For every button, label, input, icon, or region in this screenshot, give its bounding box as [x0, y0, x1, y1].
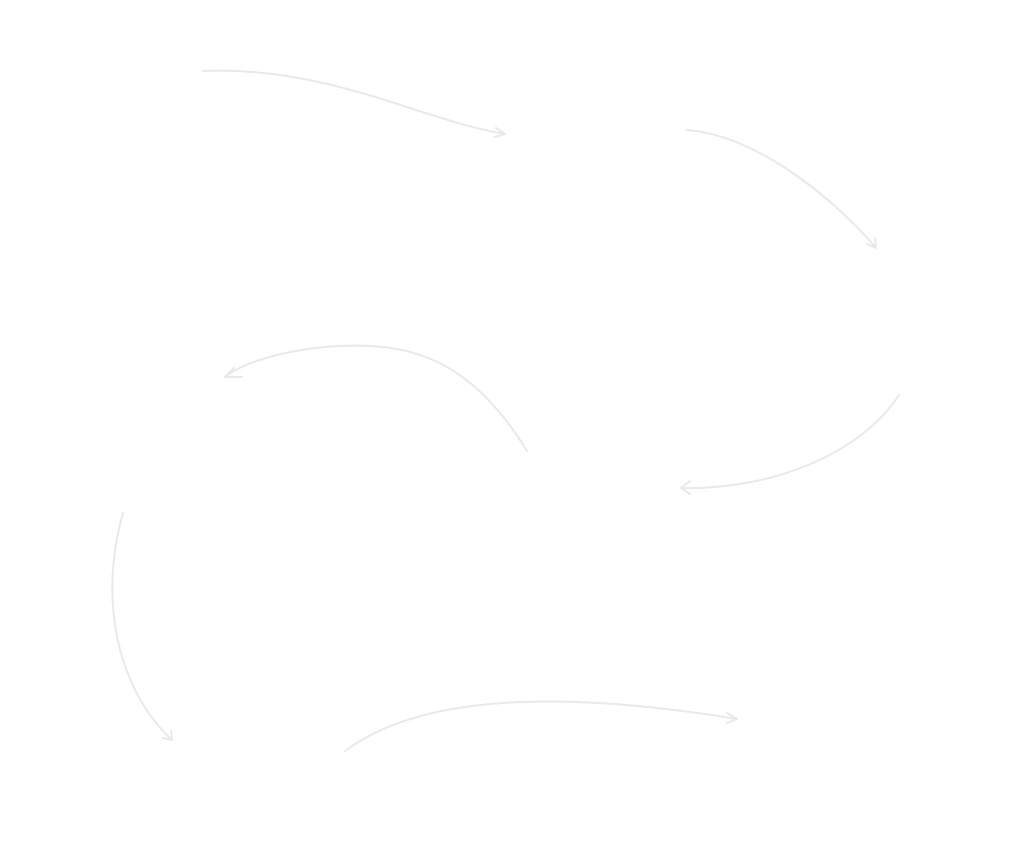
arrow-3-line: [224, 344, 528, 452]
arrow-5: [111, 512, 173, 741]
arrow-4: [680, 394, 900, 495]
arrow-3: [224, 344, 528, 452]
arrow-1: [202, 69, 506, 138]
arrow-5-head: [162, 730, 173, 741]
arrow-2: [685, 129, 877, 249]
arrow-6: [344, 700, 738, 752]
arrow-3-head: [224, 367, 243, 378]
arrow-1-head: [494, 127, 506, 138]
arrow-2-head: [866, 237, 877, 249]
arrow-6-head: [726, 712, 738, 724]
arrow-5-line: [111, 512, 173, 741]
arrow-2-line: [685, 129, 877, 249]
arrow-1-line: [202, 69, 506, 135]
arrow-4-line: [680, 394, 900, 490]
arrow-6-line: [344, 700, 738, 752]
arrow-4-head: [680, 480, 691, 495]
